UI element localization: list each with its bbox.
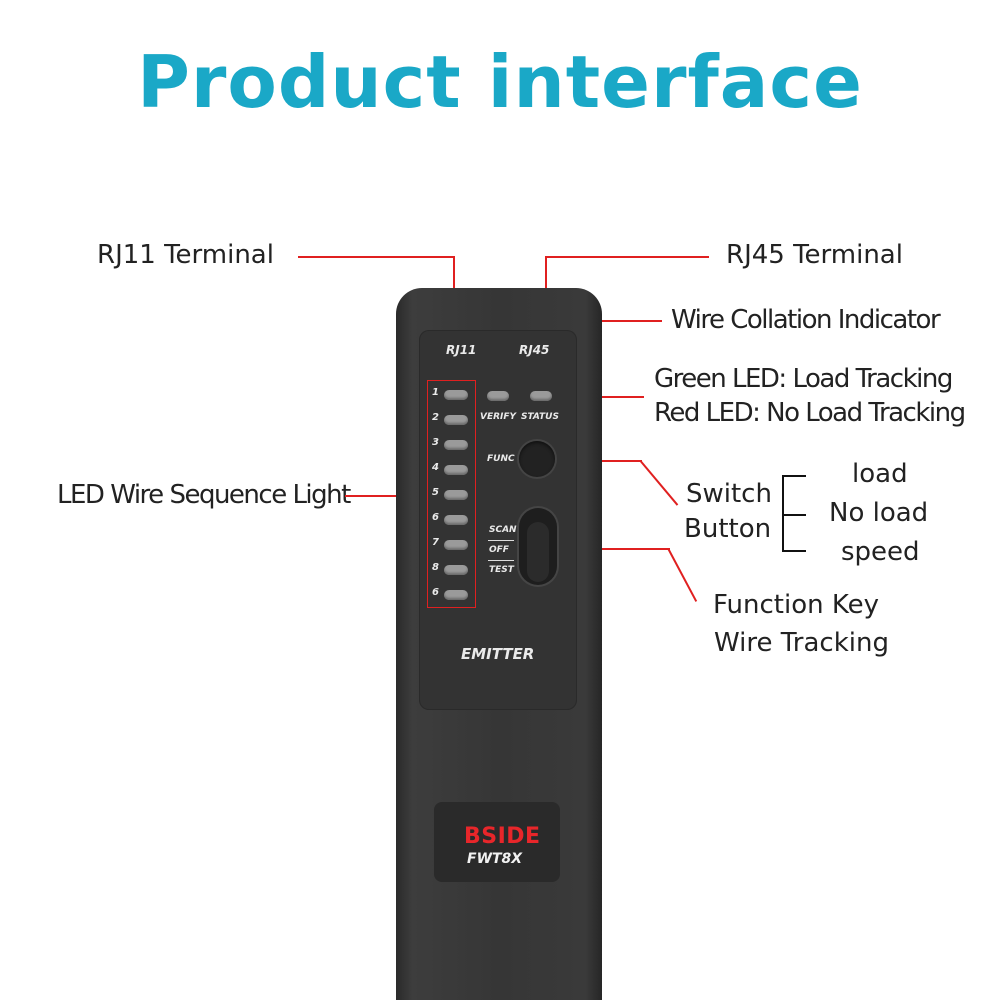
status-label: STATUS: [521, 412, 559, 422]
mode-bracket-bottom: [782, 550, 806, 552]
verify-label: VERIFY: [480, 412, 517, 422]
wire-led-1: [444, 390, 468, 400]
callout-line-slider-diag: [667, 548, 698, 602]
verify-led: [487, 391, 509, 401]
led-number: 2: [432, 412, 439, 423]
led-number: 6: [432, 512, 439, 523]
emitter-label: EMITTER: [461, 645, 535, 663]
led-number: 8: [432, 562, 439, 573]
wire-led-8: [444, 565, 468, 575]
label-switch-line1: Switch: [686, 479, 772, 509]
callout-line-rj11-h: [298, 256, 454, 258]
wire-led-4: [444, 465, 468, 475]
scan-divider: [488, 540, 514, 541]
callout-line-rj11-v: [453, 256, 455, 288]
wire-led-7: [444, 540, 468, 550]
wire-led-2: [444, 415, 468, 425]
label-rj11-terminal: RJ11 Terminal: [97, 240, 274, 270]
led-sequence-highlight-box: [427, 380, 476, 608]
label-switch-line2: Button: [684, 514, 772, 544]
label-red-led: Red LED: No Load Tracking: [654, 398, 966, 428]
off-label: OFF: [489, 545, 509, 555]
led-number: 4: [432, 462, 439, 473]
wire-led-9: [444, 590, 468, 600]
led-number: 6: [432, 587, 439, 598]
label-mode-load: load: [852, 459, 908, 489]
label-wire-collation-indicator: Wire Collation Indicator: [671, 305, 941, 335]
brand-logo-text: BSIDE: [464, 824, 541, 849]
func-switch-button[interactable]: [519, 441, 555, 477]
wire-led-3: [444, 440, 468, 450]
label-green-led: Green LED: Load Tracking: [654, 364, 953, 394]
led-number: 5: [432, 487, 439, 498]
port-label-rj11: RJ11: [446, 343, 477, 357]
callout-line-led-sequence: [345, 495, 427, 497]
page-title: Product interface: [137, 40, 863, 124]
off-divider: [488, 560, 514, 561]
label-function-key-line1: Function Key: [713, 590, 879, 620]
wire-led-5: [444, 490, 468, 500]
model-name: FWT8X: [467, 851, 523, 867]
callout-line-rj45-h: [545, 256, 709, 258]
function-key-slider-knob[interactable]: [527, 522, 549, 582]
test-label: TEST: [489, 565, 514, 575]
led-number: 1: [432, 387, 439, 398]
wire-led-6: [444, 515, 468, 525]
port-label-rj45: RJ45: [519, 343, 550, 357]
callout-line-rj45-v: [545, 256, 547, 288]
mode-bracket-v: [782, 475, 784, 551]
brand-badge: [434, 802, 560, 882]
status-led: [530, 391, 552, 401]
label-mode-speed: speed: [841, 537, 920, 567]
mode-bracket-top: [782, 475, 806, 477]
callout-line-slider-h: [540, 548, 670, 550]
led-number: 7: [432, 537, 439, 548]
mode-bracket-mid: [782, 514, 806, 516]
scan-label: SCAN: [489, 525, 517, 535]
label-mode-no-load: No load: [829, 498, 929, 528]
label-function-key-line2: Wire Tracking: [714, 628, 889, 658]
func-label: FUNC: [487, 454, 515, 464]
callout-line-func-diag: [639, 460, 679, 506]
label-rj45-terminal: RJ45 Terminal: [726, 240, 903, 270]
led-number: 3: [432, 437, 439, 448]
label-led-wire-sequence: LED Wire Sequence Light: [57, 480, 351, 510]
